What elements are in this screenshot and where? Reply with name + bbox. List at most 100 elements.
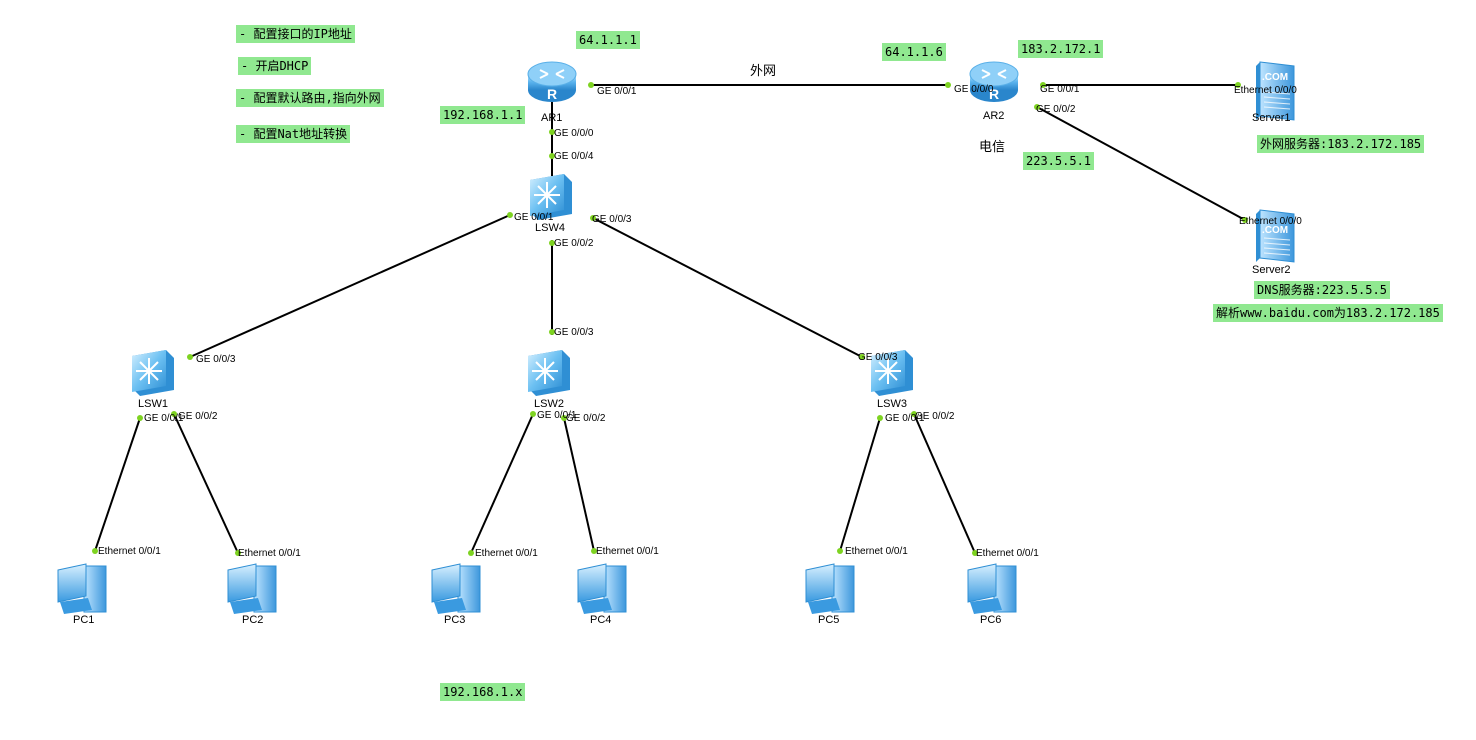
server1-icon[interactable] — [1256, 61, 1295, 121]
link-lsw2-pc3[interactable] — [470, 413, 534, 554]
pc5-icon[interactable] — [805, 563, 855, 614]
switch-lsw4-icon[interactable] — [530, 174, 572, 220]
port-label-lsw1-g002: GE 0/0/2 — [178, 411, 218, 422]
port-label-pc2-e001: Ethernet 0/0/1 — [238, 548, 301, 559]
port-dot — [1242, 217, 1248, 223]
server2-badge: .COM — [1262, 225, 1289, 236]
port-label-pc5-e001: Ethernet 0/0/1 — [845, 546, 908, 557]
device-name-lsw3: LSW3 — [877, 398, 907, 410]
port-label-ar2-g002: GE 0/0/2 — [1036, 104, 1076, 115]
pc3-icon[interactable] — [431, 563, 481, 614]
ip-note-ar2-server-side: 183.2.172.1 — [1018, 40, 1104, 58]
pc4-icon[interactable] — [577, 563, 627, 614]
device-name-lsw2: LSW2 — [534, 398, 564, 410]
port-dot — [549, 129, 555, 135]
port-dot — [468, 550, 474, 556]
server2-description: DNS服务器:223.5.5.5 — [1254, 281, 1390, 299]
port-dot — [590, 215, 596, 221]
task-note-default-route: - 配置默认路由,指向外网 — [236, 89, 384, 107]
task-note-ip: - 配置接口的IP地址 — [236, 25, 355, 43]
port-label-lsw3-g003: GE 0/0/3 — [858, 352, 898, 363]
router-ar2-icon[interactable]: R — [969, 61, 1019, 102]
svg-text:R: R — [989, 86, 999, 102]
task-note-dhcp: - 开启DHCP — [238, 57, 312, 75]
port-label-lsw4-g002: GE 0/0/2 — [554, 238, 594, 249]
link-lsw4-lsw3[interactable] — [592, 217, 863, 358]
port-dot — [591, 548, 597, 554]
link-lsw3-pc5[interactable] — [839, 417, 881, 552]
server1-description: 外网服务器:183.2.172.185 — [1257, 135, 1425, 153]
router-ar1-icon[interactable]: R — [527, 61, 577, 102]
pc6-icon[interactable] — [967, 563, 1017, 614]
port-dot — [972, 550, 978, 556]
port-dot — [235, 550, 241, 556]
switch-lsw3-icon[interactable] — [871, 350, 913, 396]
port-label-lsw2-g002: GE 0/0/2 — [566, 413, 606, 424]
wan-link-label: 外网 — [750, 64, 777, 79]
port-dot — [1034, 104, 1040, 110]
switch-lsw1-icon[interactable] — [132, 350, 174, 396]
port-dot — [911, 411, 917, 417]
ip-note-ar2-public: 64.1.1.6 — [882, 43, 946, 61]
ip-note-lan-gateway: 192.168.1.1 — [440, 106, 526, 124]
device-name-lsw1: LSW1 — [138, 398, 168, 410]
device-name-lsw4: LSW4 — [535, 222, 565, 234]
port-dot — [187, 354, 193, 360]
port-label-pc4-e001: Ethernet 0/0/1 — [596, 546, 659, 557]
port-label-lsw3-g001: GE 0/0/1 — [885, 413, 925, 424]
port-label-lsw1-g003: GE 0/0/3 — [196, 354, 236, 365]
link-lsw1-pc1[interactable] — [94, 417, 141, 552]
ip-note-lan-hosts: 192.168.1.x — [440, 683, 526, 701]
port-label-ar2-g000: GE 0/0/0 — [954, 84, 994, 95]
device-name-pc5: PC5 — [818, 614, 840, 626]
port-label-server1-e000: Ethernet 0/0/0 — [1234, 85, 1297, 96]
port-label-server2-e000: Ethernet 0/0/0 — [1239, 216, 1302, 227]
isp-label: 电信 — [979, 140, 1006, 155]
port-label-lsw4-g004: GE 0/0/4 — [554, 151, 594, 162]
link-lsw1-pc2[interactable] — [173, 413, 239, 554]
device-name-server1: Server1 — [1252, 112, 1291, 124]
port-label-lsw1-g001: GE 0/0/1 — [144, 413, 184, 424]
device-name-pc1: PC1 — [73, 614, 95, 626]
device-name-pc6: PC6 — [980, 614, 1002, 626]
port-dot — [507, 212, 513, 218]
link-lsw3-pc6[interactable] — [913, 413, 976, 554]
switch-lsw2-icon[interactable] — [528, 350, 570, 396]
link-lsw4-lsw1[interactable] — [189, 214, 511, 358]
server2-icon[interactable] — [1256, 209, 1295, 263]
pc1-icon[interactable] — [57, 563, 107, 614]
device-name-server2: Server2 — [1252, 264, 1291, 276]
port-dot — [837, 548, 843, 554]
port-dot — [588, 82, 594, 88]
port-dot — [1040, 82, 1046, 88]
port-label-ar1-g000: GE 0/0/0 — [554, 128, 594, 139]
port-label-lsw4-g003: GE 0/0/3 — [592, 214, 632, 225]
device-name-pc4: PC4 — [590, 614, 612, 626]
port-label-lsw4-g001: GE 0/0/1 — [514, 212, 554, 223]
dns-resolve-description: 解析www.baidu.com为183.2.172.185 — [1213, 304, 1443, 322]
port-label-lsw2-g003: GE 0/0/3 — [554, 327, 594, 338]
port-dot — [945, 82, 951, 88]
port-dot — [859, 354, 865, 360]
port-dot — [1235, 82, 1241, 88]
port-label-lsw2-g001: GE 0/0/1 — [537, 410, 577, 421]
pc2-icon[interactable] — [227, 563, 277, 614]
port-dot — [561, 415, 567, 421]
link-ar2-server2[interactable] — [1036, 106, 1246, 221]
port-label-pc1-e001: Ethernet 0/0/1 — [98, 546, 161, 557]
svg-text:R: R — [547, 86, 557, 102]
port-label-ar2-g001: GE 0/0/1 — [1040, 84, 1080, 95]
ip-note-ar2-dns-side: 223.5.5.1 — [1023, 152, 1095, 170]
port-dot — [171, 411, 177, 417]
port-dot — [92, 548, 98, 554]
port-dot — [549, 240, 555, 246]
port-label-ar1-g001: GE 0/0/1 — [597, 86, 637, 97]
port-dot — [549, 153, 555, 159]
port-dot — [549, 329, 555, 335]
link-lsw2-pc4[interactable] — [563, 417, 595, 552]
task-note-nat: - 配置Nat地址转换 — [236, 125, 351, 143]
device-name-ar2: AR2 — [983, 110, 1005, 122]
device-name-pc2: PC2 — [242, 614, 264, 626]
device-name-pc3: PC3 — [444, 614, 466, 626]
port-dot — [877, 415, 883, 421]
